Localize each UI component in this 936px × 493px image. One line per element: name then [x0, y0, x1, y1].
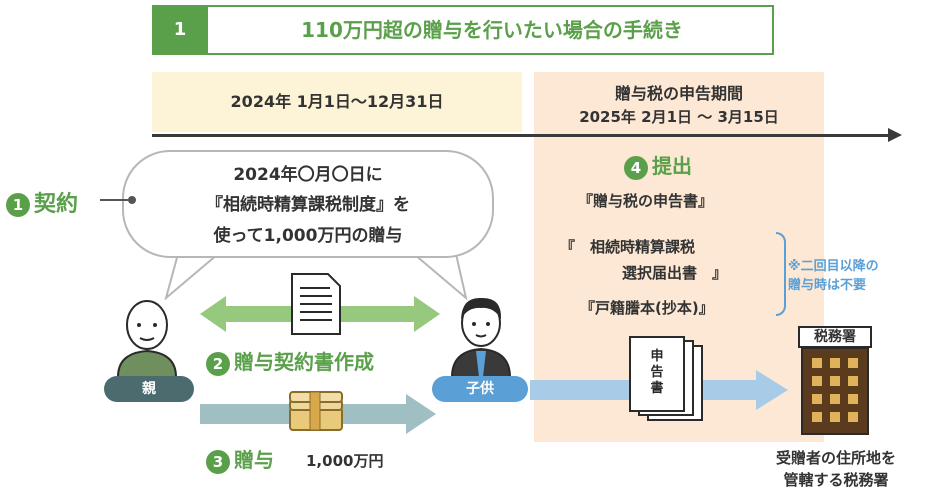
parent-badge: 親 [104, 376, 194, 402]
child-badge: 子供 [432, 376, 528, 402]
tax-office-caption-1: 受贈者の住所地を [775, 449, 896, 467]
doc-icon-char: 申 [650, 348, 663, 364]
tax-office-caption-2: 管轄する税務署 [783, 471, 889, 489]
note-line-2: 贈与時は不要 [788, 278, 867, 293]
timeline-arrow-head [888, 128, 902, 142]
step-4-number: 4 [624, 155, 648, 180]
gift-amount: 1,000万円 [306, 452, 384, 470]
doc-selection-form-line2: 選択届出書 』 [622, 264, 728, 282]
doc-icon-char: 告 [650, 364, 663, 380]
tax-office-sign: 税務署 [798, 326, 872, 348]
step-4-label: 提出 [652, 154, 692, 178]
doc-tax-return: 『贈与税の申告書』 [578, 192, 714, 210]
step-1-label: 契約 [34, 192, 79, 217]
gift-period-text: 2024年 1月1日～12月31日 [230, 92, 444, 111]
bubble-line-1: 2024年〇月〇日に [233, 165, 383, 185]
child-icon [450, 297, 512, 377]
doc-selection-form-line1: 『 相続時精算課税 [560, 238, 696, 256]
tax-return-document-icon: 申 告 書 [629, 336, 703, 421]
doc-family-register: 『戸籍謄本(抄本)』 [580, 299, 714, 317]
note-text: ※二回目以降の 贈与時は不要 [788, 257, 879, 295]
title-frame [152, 5, 774, 55]
contract-document-icon [291, 273, 341, 335]
bubble-line-3: 使って1,000万円の贈与 [213, 226, 403, 246]
note-brace [776, 232, 786, 316]
timeline-arrow [152, 134, 892, 137]
bubble-connector [100, 196, 136, 204]
step-3-label: 贈与 [234, 448, 274, 472]
note-line-1: ※二回目以降の [788, 259, 879, 274]
gift-period-panel [152, 72, 522, 132]
filing-period-title: 贈与税の申告期間 [614, 84, 743, 103]
step-2-label: 贈与契約書作成 [234, 350, 374, 374]
step-2-number: 2 [206, 351, 230, 376]
bubble-line-2: 『相続時精算課税制度』を [206, 195, 410, 215]
filing-period-dates: 2025年 2月1日 〜 3月15日 [579, 108, 779, 126]
step-1-number: 1 [6, 193, 30, 217]
step-3-number: 3 [206, 449, 230, 474]
parent-icon [116, 300, 178, 377]
page-title: 110万円超の贈与を行いたい場合の手続き [301, 18, 683, 42]
tax-office-building-icon [801, 348, 869, 435]
money-bundle-icon [289, 391, 343, 431]
title-number: 1 [152, 5, 208, 55]
speech-bubble [122, 150, 494, 258]
doc-icon-char: 書 [650, 380, 663, 396]
